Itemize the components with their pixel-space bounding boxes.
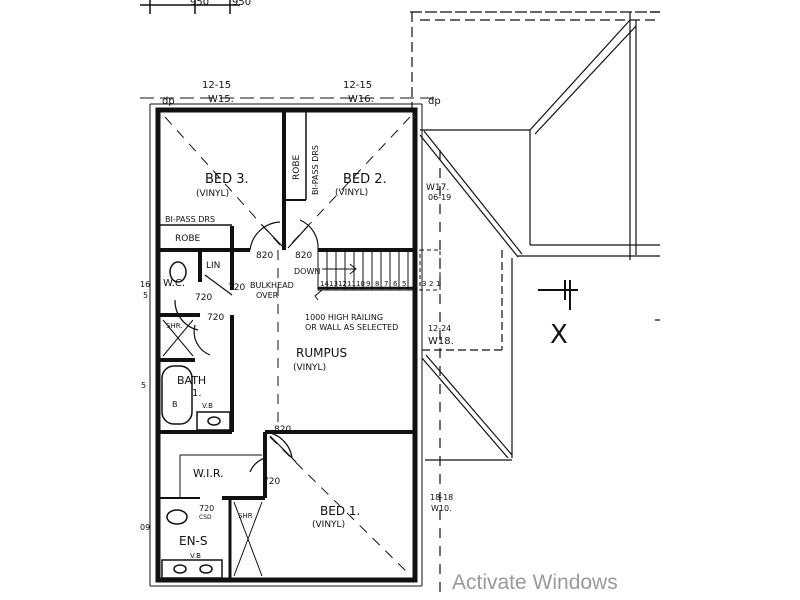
shr-label: SHR. [166,322,183,330]
bed3-floor: (VINYL) [196,189,229,199]
ens-shr-label: SHR [238,512,253,520]
ens-vb-label: V.B [190,552,201,560]
dim-top-1: 950 [190,0,209,8]
ens-csd-label: CSD [199,514,212,521]
door-820-bed1: 820 [274,425,291,435]
stair-number: 6 [393,280,398,288]
stair-number: 5 [402,280,406,288]
w17-window: W17. [426,183,449,193]
bulkhead-note: BULKHEAD [250,281,294,290]
left-mark: 16 [140,280,150,289]
bed3-robe-doors: BI-PASS DRS [165,215,215,224]
room-diagonals [164,116,411,576]
bath-tub-label: B [172,400,178,409]
bed2-floor: (VINYL) [335,188,368,198]
bed2-robe-label: ROBE [292,154,302,180]
downpipe-label-right: dp [428,96,441,107]
stair-number: 14 [320,280,329,288]
wc-label: W.C. [163,278,185,289]
stair-number: 2 [429,280,433,288]
door-720-lin: 720 [228,283,245,293]
wall-hatching [149,103,423,587]
ens-vanity [161,559,223,579]
rumpus-floor: (VINYL) [293,363,326,373]
dim-top-2: 950 [232,0,251,8]
w10-size: 18-18 [430,493,453,502]
railing-note-line1: 1000 HIGH RAILING [305,313,383,322]
bed3-robe-label: ROBE [175,234,201,244]
dim-w15-window: W15. [208,94,234,105]
wc-toilet [169,261,187,283]
bed2-label: BED 2. [343,172,387,187]
bulkhead-note-over: OVER [256,291,279,300]
bath-vb-label: V.B [202,402,213,410]
roof-outline [410,11,660,600]
roof-x-mark: X [550,320,568,350]
bed1-label: BED 1. [320,504,360,518]
dim-w16-window: W16. [348,94,374,105]
bed1-floor: (VINYL) [312,520,345,530]
top-dimension-ticks [140,0,240,14]
railing-note-line2: OR WALL AS SELECTED [305,323,398,332]
dim-w15-size: 12-15 [202,80,231,91]
door-720-wir: 720 [263,477,280,487]
door-swings [174,219,319,473]
bath-vanity [196,411,231,431]
wir-label: W.I.R. [193,467,224,480]
door-820-bed3: 820 [256,251,273,261]
door-720-wc: 720 [195,293,212,303]
stair-number: 1 [436,280,440,288]
stair-number: 8 [375,280,379,288]
stair-down-label: DOWN [294,267,320,276]
stair-number: 10 [356,280,365,288]
w18-window: W18. [428,336,454,347]
fixtures [161,261,263,579]
activate-windows-watermark: Activate Windows [452,571,618,594]
door-720-shr: 720 [207,313,224,323]
railing-leader [314,289,323,301]
stair-number: 12 [338,280,347,288]
ens-toilet [166,509,188,525]
w18-size: 12-24 [428,324,451,333]
stair-number: 11 [347,280,356,288]
downpipe-label: dp [162,96,175,107]
stairs [317,249,441,291]
stair-number: 13 [329,280,338,288]
ens-label: EN-S [179,534,208,548]
rumpus-label: RUMPUS [296,346,347,360]
w17-size: 06-19 [428,193,451,202]
door-820-bed2: 820 [295,251,312,261]
stair-numbers: 14 13 12 11 10 9 8 7 6 5 3 2 1 [320,280,440,288]
door-720-ens: 720 [199,504,214,513]
bath-label: BATH [177,374,206,387]
bathtub [161,365,193,425]
left-mark: 5 [143,291,148,300]
stair-number: 9 [366,280,370,288]
bed2-robe-doors: BI-PASS DRS [311,145,320,195]
dim-w16-size: 12-15 [343,80,372,91]
bed3-label: BED 3. [205,172,249,187]
w10-window: W10. [431,504,452,513]
lin-label: LIN [206,261,220,271]
left-mark: 09 [140,523,150,532]
stair-number: 3 [422,280,426,288]
roof-mark [538,280,578,310]
bath-number: 1. [192,388,202,399]
external-walls [155,107,418,583]
left-mark: 5 [141,381,146,390]
stair-number: 7 [384,280,388,288]
